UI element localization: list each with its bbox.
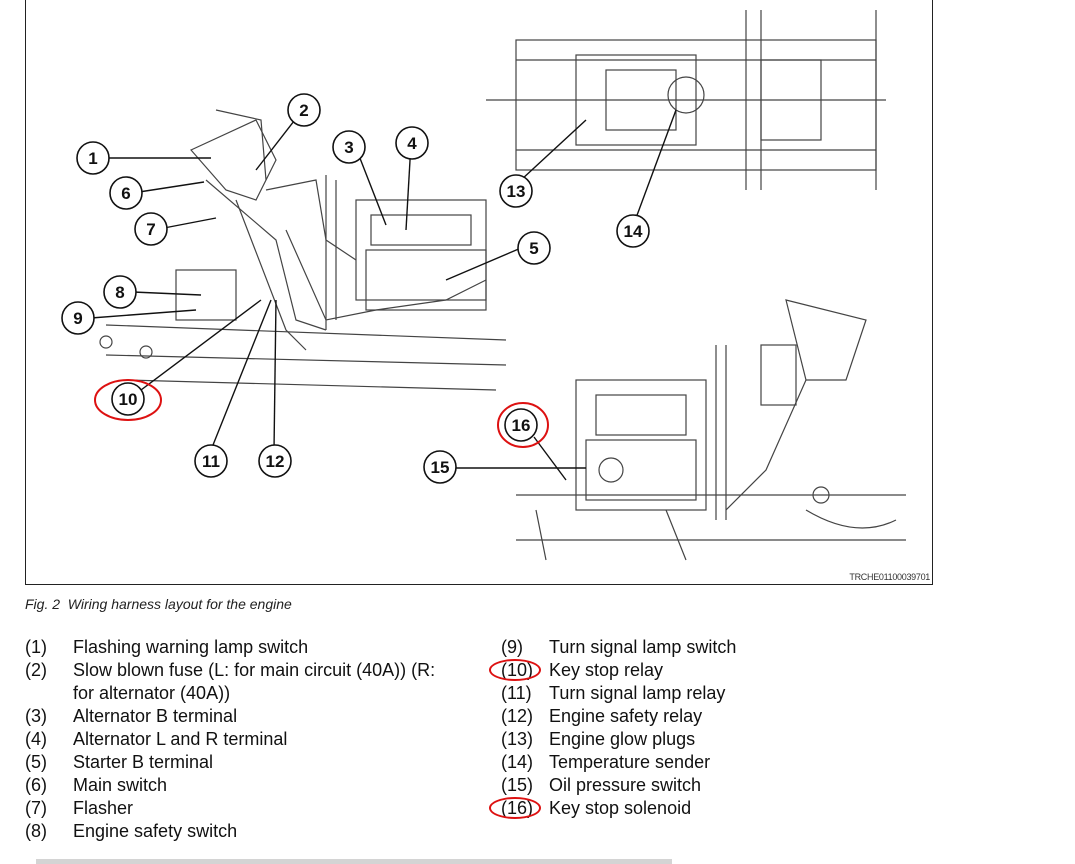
callout-2: 2: [287, 93, 321, 127]
svg-text:6: 6: [121, 184, 130, 203]
callout-12: 12: [258, 444, 292, 478]
legend-right-column: (9)Turn signal lamp switch (10)Key stop …: [489, 636, 921, 820]
legend-item: (16)Key stop solenoid: [489, 797, 921, 820]
callout-6: 6: [109, 176, 143, 210]
svg-text:10: 10: [119, 390, 138, 409]
svg-text:5: 5: [529, 239, 538, 258]
callout-1: 1: [76, 141, 110, 175]
svg-text:12: 12: [266, 452, 285, 471]
engine-drawing: 1 2 3 4 5 6 7 8 9 10 11 12 13 14 15 16: [61, 10, 906, 561]
callout-16: 16: [497, 402, 549, 448]
svg-text:1: 1: [88, 149, 97, 168]
legend-left-column: (1)Flashing warning lamp switch (2)Slow …: [25, 636, 475, 843]
wiring-harness-figure: 1 2 3 4 5 6 7 8 9 10 11 12 13 14 15 16 T…: [25, 0, 933, 585]
legend-item: (7)Flasher: [25, 798, 134, 818]
figure-caption: Fig. 2 Wiring harness layout for the eng…: [25, 596, 292, 612]
legend-item: (11)Turn signal lamp relay: [501, 683, 726, 703]
caption-text: Wiring harness layout for the engine: [67, 596, 292, 612]
svg-text:3: 3: [344, 138, 353, 157]
legend-item: (4)Alternator L and R terminal: [25, 729, 288, 749]
callout-8: 8: [103, 275, 137, 309]
legend-item: (2)Slow blown fuse (L: for main circuit …: [25, 660, 436, 680]
callout-11: 11: [194, 444, 228, 478]
legend-item: (8)Engine safety switch: [25, 821, 238, 841]
legend-item: (12)Engine safety relay: [501, 706, 703, 726]
legend-item: (5)Starter B terminal: [25, 752, 214, 772]
red-highlight-ring: [489, 659, 541, 681]
legend-item-continuation: for alternator (40A)): [73, 683, 231, 703]
callout-15: 15: [423, 450, 457, 484]
svg-text:16: 16: [512, 416, 531, 435]
legend-item: (3)Alternator B terminal: [25, 706, 238, 726]
callout-10: 10: [94, 379, 162, 421]
callout-14: 14: [616, 214, 650, 248]
callout-9: 9: [61, 301, 95, 335]
page-scroll-strip: [36, 859, 672, 864]
svg-text:8: 8: [115, 283, 124, 302]
callout-7: 7: [134, 212, 168, 246]
callout-13: 13: [499, 174, 533, 208]
svg-text:15: 15: [431, 458, 450, 477]
legend-item: (9)Turn signal lamp switch: [501, 637, 737, 657]
legend-item: (13)Engine glow plugs: [501, 729, 696, 749]
legend-item: (10)Key stop relay: [489, 659, 921, 682]
svg-text:7: 7: [146, 220, 155, 239]
caption-label: Fig. 2: [25, 596, 61, 612]
legend-item: (15)Oil pressure switch: [501, 775, 702, 795]
red-highlight-ring: [489, 797, 541, 819]
svg-text:13: 13: [507, 182, 526, 201]
legend-item: (14)Temperature sender: [501, 752, 711, 772]
callout-4: 4: [395, 126, 429, 160]
callout-5: 5: [517, 231, 551, 265]
svg-text:11: 11: [202, 452, 220, 471]
svg-text:4: 4: [407, 134, 417, 153]
callout-3: 3: [332, 130, 366, 164]
legend-item: (1)Flashing warning lamp switch: [25, 637, 309, 657]
figure-code: TRCHE01100039701: [849, 572, 930, 582]
svg-text:2: 2: [299, 101, 308, 120]
svg-text:9: 9: [73, 309, 82, 328]
legend-item: (6)Main switch: [25, 775, 168, 795]
svg-text:14: 14: [624, 222, 643, 241]
